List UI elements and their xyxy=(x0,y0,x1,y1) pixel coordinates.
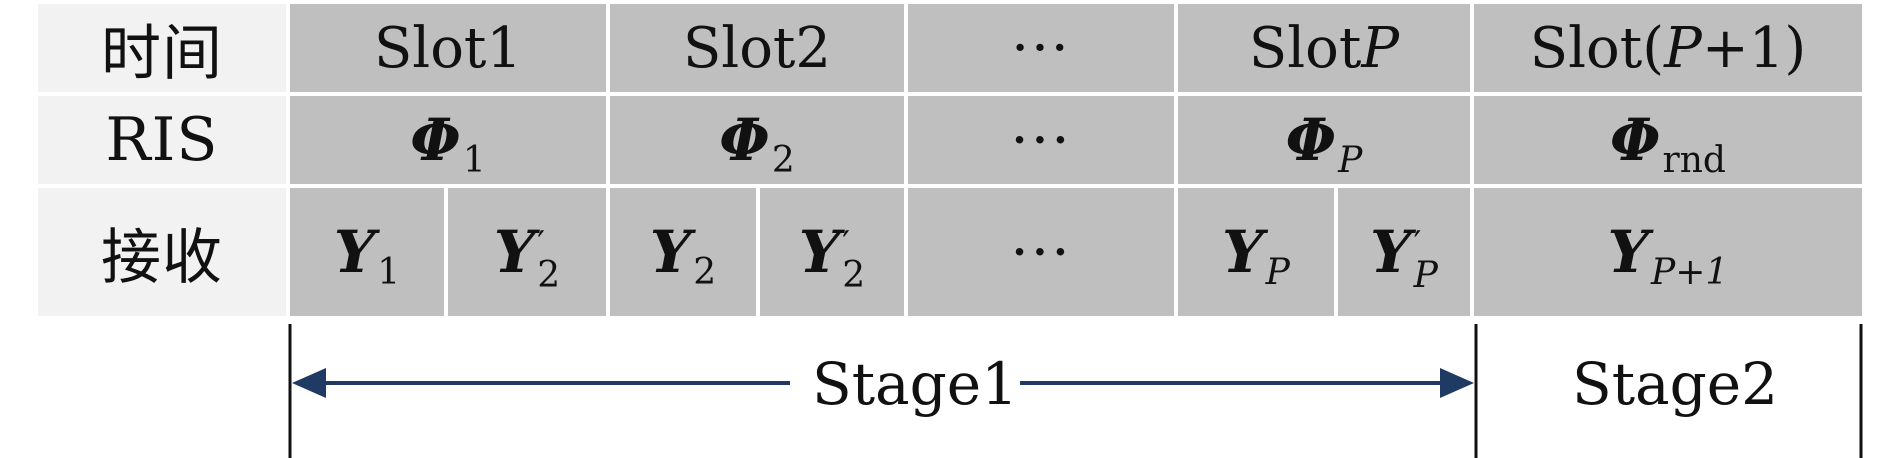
y1-subscript: 1 xyxy=(377,251,401,293)
row-label-receive-text: 接收 xyxy=(101,222,223,293)
row-label-time: 时间 xyxy=(38,4,290,96)
stage1-label: Stage1 xyxy=(812,350,1018,418)
phi1-subscript: 1 xyxy=(462,139,486,181)
row-label-ris-text: RIS xyxy=(105,105,219,175)
y2prime-a-subscript: 2 xyxy=(537,254,561,296)
slot-ellipsis-header: ··· xyxy=(908,4,1178,96)
slot-ellipsis-text: ··· xyxy=(1011,15,1071,81)
slotp1-prefix: Slot( xyxy=(1529,15,1665,81)
slotp1-suffix: +1) xyxy=(1701,15,1807,81)
slot1-header: Slot1 xyxy=(290,4,610,96)
y-ellipsis-cell: ··· xyxy=(908,188,1178,320)
y2prime-b-prime: ′ xyxy=(842,223,850,264)
row-label-ris: RIS xyxy=(38,96,290,188)
y2-symbol: Y xyxy=(649,218,692,286)
y2-subscript: 2 xyxy=(693,251,717,293)
row-label-time-text: 时间 xyxy=(101,18,223,89)
slot1-text: Slot1 xyxy=(373,15,523,81)
y-ellipsis-text: ··· xyxy=(1010,218,1072,286)
y2prime-b-scripts: ′2 xyxy=(842,227,865,294)
y2prime-a-symbol: Y xyxy=(493,218,536,286)
slotp1-var: P xyxy=(1664,15,1702,81)
phi-ellipsis-text: ··· xyxy=(1010,106,1072,174)
ypprime-prime: ′ xyxy=(1413,223,1422,264)
y2prime-b-subscript: 2 xyxy=(842,254,866,296)
y2prime-cell-a: Y′2 xyxy=(448,188,610,320)
row-label-receive: 接收 xyxy=(38,188,290,320)
ypprime-scripts: ′P xyxy=(1414,227,1438,294)
y2prime-a-prime: ′ xyxy=(537,223,545,264)
stage1-right-arrowhead xyxy=(1440,368,1474,398)
yp1-symbol: Y xyxy=(1607,218,1650,286)
y2prime-b-symbol: Y xyxy=(798,218,841,286)
ypprime-symbol: Y xyxy=(1370,218,1412,286)
y2prime-cell-b: Y′2 xyxy=(760,188,908,320)
slotp-var: P xyxy=(1361,15,1400,81)
stage1-left-arrowhead xyxy=(292,368,326,398)
yp1-subscript: P+1 xyxy=(1651,251,1729,293)
phi2-symbol: Φ xyxy=(719,106,770,174)
phi2-subscript: 2 xyxy=(771,139,795,181)
stage2-label: Stage2 xyxy=(1572,350,1778,418)
y2prime-a-scripts: ′2 xyxy=(537,227,560,294)
yp-subscript: P xyxy=(1265,251,1290,293)
phip-symbol: Φ xyxy=(1285,106,1337,174)
phi1-symbol: Φ xyxy=(410,106,461,174)
ypprime-subscript: P xyxy=(1413,254,1438,296)
slotp-header: Slot P xyxy=(1178,4,1474,96)
ypprime-cell: Y′P xyxy=(1338,188,1474,320)
phirnd-subscript: rnd xyxy=(1662,139,1726,181)
slotp-prefix: Slot xyxy=(1248,15,1362,81)
yp-symbol: Y xyxy=(1222,218,1264,286)
phirnd-symbol: Φ xyxy=(1610,106,1661,174)
y1-symbol: Y xyxy=(333,218,376,286)
phi-ellipsis-cell: ··· xyxy=(908,96,1178,188)
slot2-text: Slot2 xyxy=(682,15,832,81)
slot2-header: Slot2 xyxy=(610,4,908,96)
slotp1-header: Slot( P +1) xyxy=(1474,4,1862,96)
phip-subscript: P xyxy=(1338,139,1363,181)
